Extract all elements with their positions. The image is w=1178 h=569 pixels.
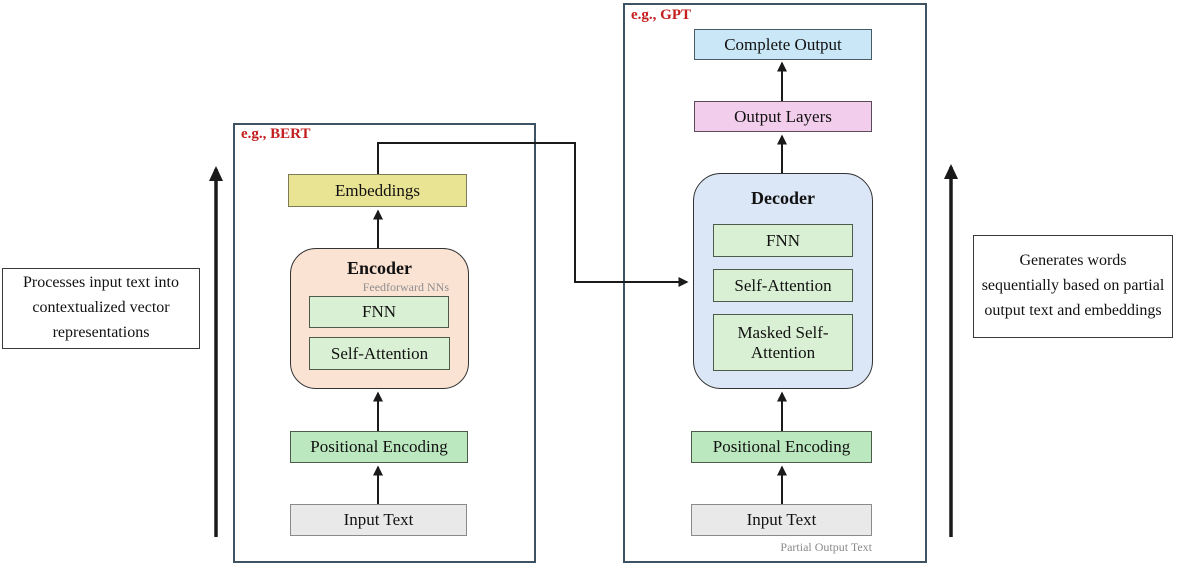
partial-output-caption: Partial Output Text <box>780 540 872 554</box>
decoder-input-text-node: Input Text <box>691 504 872 536</box>
encoder-input-text-node: Input Text <box>290 504 467 536</box>
connector-embeddings-to-decoder <box>377 142 689 287</box>
decoder-panel-tag: e.g., GPT <box>631 7 691 23</box>
encoder-self-attention-node: Self-Attention <box>309 337 450 370</box>
decoder-block-title: Decoder <box>751 188 815 208</box>
decoder-self-attention-node: Self-Attention <box>713 269 853 302</box>
decoder-masked-self-attention-node: Masked Self-Attention <box>713 314 853 371</box>
embeddings-node: Embeddings <box>288 174 467 207</box>
encoder-annotation-note: Processes input text into contextualized… <box>2 268 200 349</box>
decoder-annotation-note: Generates words sequentially based on pa… <box>973 235 1173 338</box>
encoder-positional-encoding-node: Positional Encoding <box>290 431 468 463</box>
encoder-panel-tag: e.g., BERT <box>241 126 311 142</box>
encoder-subtitle: Feedforward NNs <box>362 280 449 294</box>
decoder-fnn-node: FNN <box>713 224 853 257</box>
encoder-block-title: Encoder <box>347 258 412 278</box>
decoder-positional-encoding-node: Positional Encoding <box>691 431 872 463</box>
encoder-panel-frame <box>233 123 536 563</box>
output-layers-node: Output Layers <box>694 101 872 132</box>
complete-output-node: Complete Output <box>694 29 872 60</box>
encoder-fnn-node: FNN <box>309 296 449 328</box>
